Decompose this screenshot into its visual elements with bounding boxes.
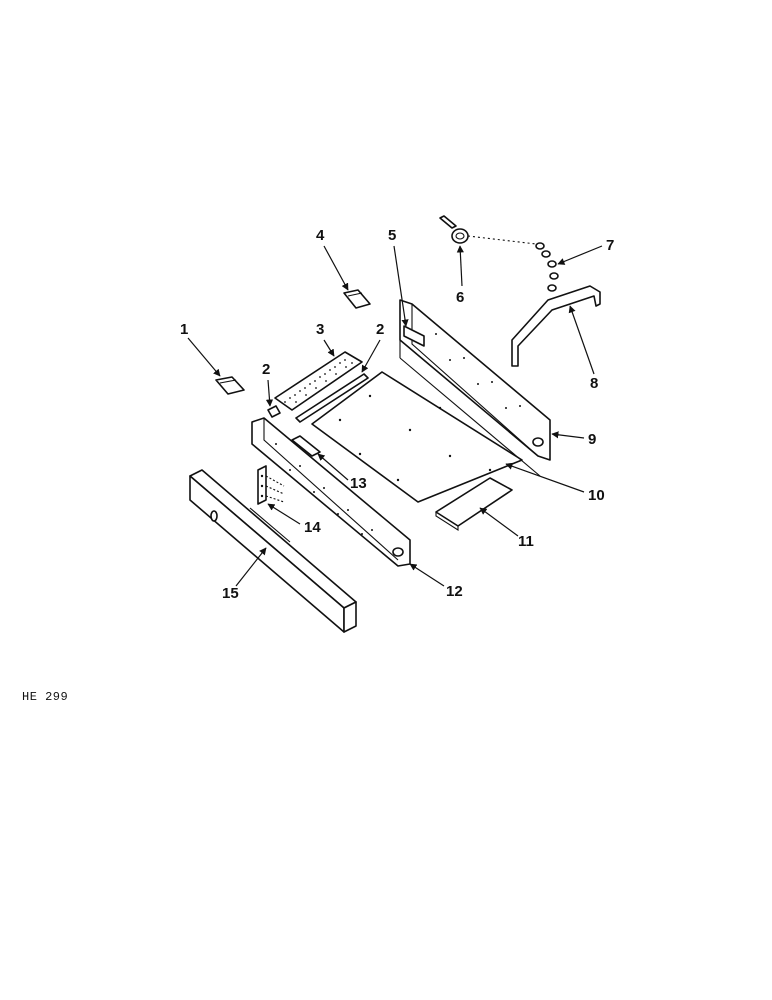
callout-labels: 1 2 3 2 4 5 6 7 8 9 10 11 12 13 14 15 — [180, 227, 614, 602]
callout-15: 15 — [222, 585, 239, 602]
part-6-eye-bolt — [439, 215, 469, 244]
part-7-chain — [467, 235, 559, 292]
callout-9: 9 — [588, 431, 596, 448]
callout-6: 6 — [456, 289, 464, 306]
part-10-plate — [311, 371, 523, 503]
callout-2a: 2 — [262, 361, 270, 378]
callout-2b: 2 — [376, 321, 384, 338]
part-4-bracket — [343, 289, 371, 309]
callout-10: 10 — [588, 487, 605, 504]
callout-1: 1 — [180, 321, 188, 338]
callout-14: 14 — [304, 519, 321, 536]
part-9-side-panel — [399, 299, 551, 477]
part-14-hinge — [257, 465, 285, 505]
part-3-strip — [274, 351, 363, 411]
callout-4: 4 — [316, 227, 325, 244]
callout-8: 8 — [590, 375, 598, 392]
callout-11: 11 — [518, 533, 534, 550]
callout-3: 3 — [316, 321, 324, 338]
part-13-bar — [291, 435, 321, 457]
part-11-angle — [435, 477, 513, 532]
callout-13: 13 — [350, 475, 367, 492]
part-15-channel — [189, 469, 357, 633]
part-1-bracket — [215, 376, 245, 395]
part-8-handle — [511, 285, 601, 367]
figure-code: HE 299 — [22, 690, 69, 704]
callout-5: 5 — [388, 227, 396, 244]
callout-7: 7 — [606, 237, 614, 254]
callout-12: 12 — [446, 583, 463, 600]
part-2-strips — [267, 373, 369, 423]
